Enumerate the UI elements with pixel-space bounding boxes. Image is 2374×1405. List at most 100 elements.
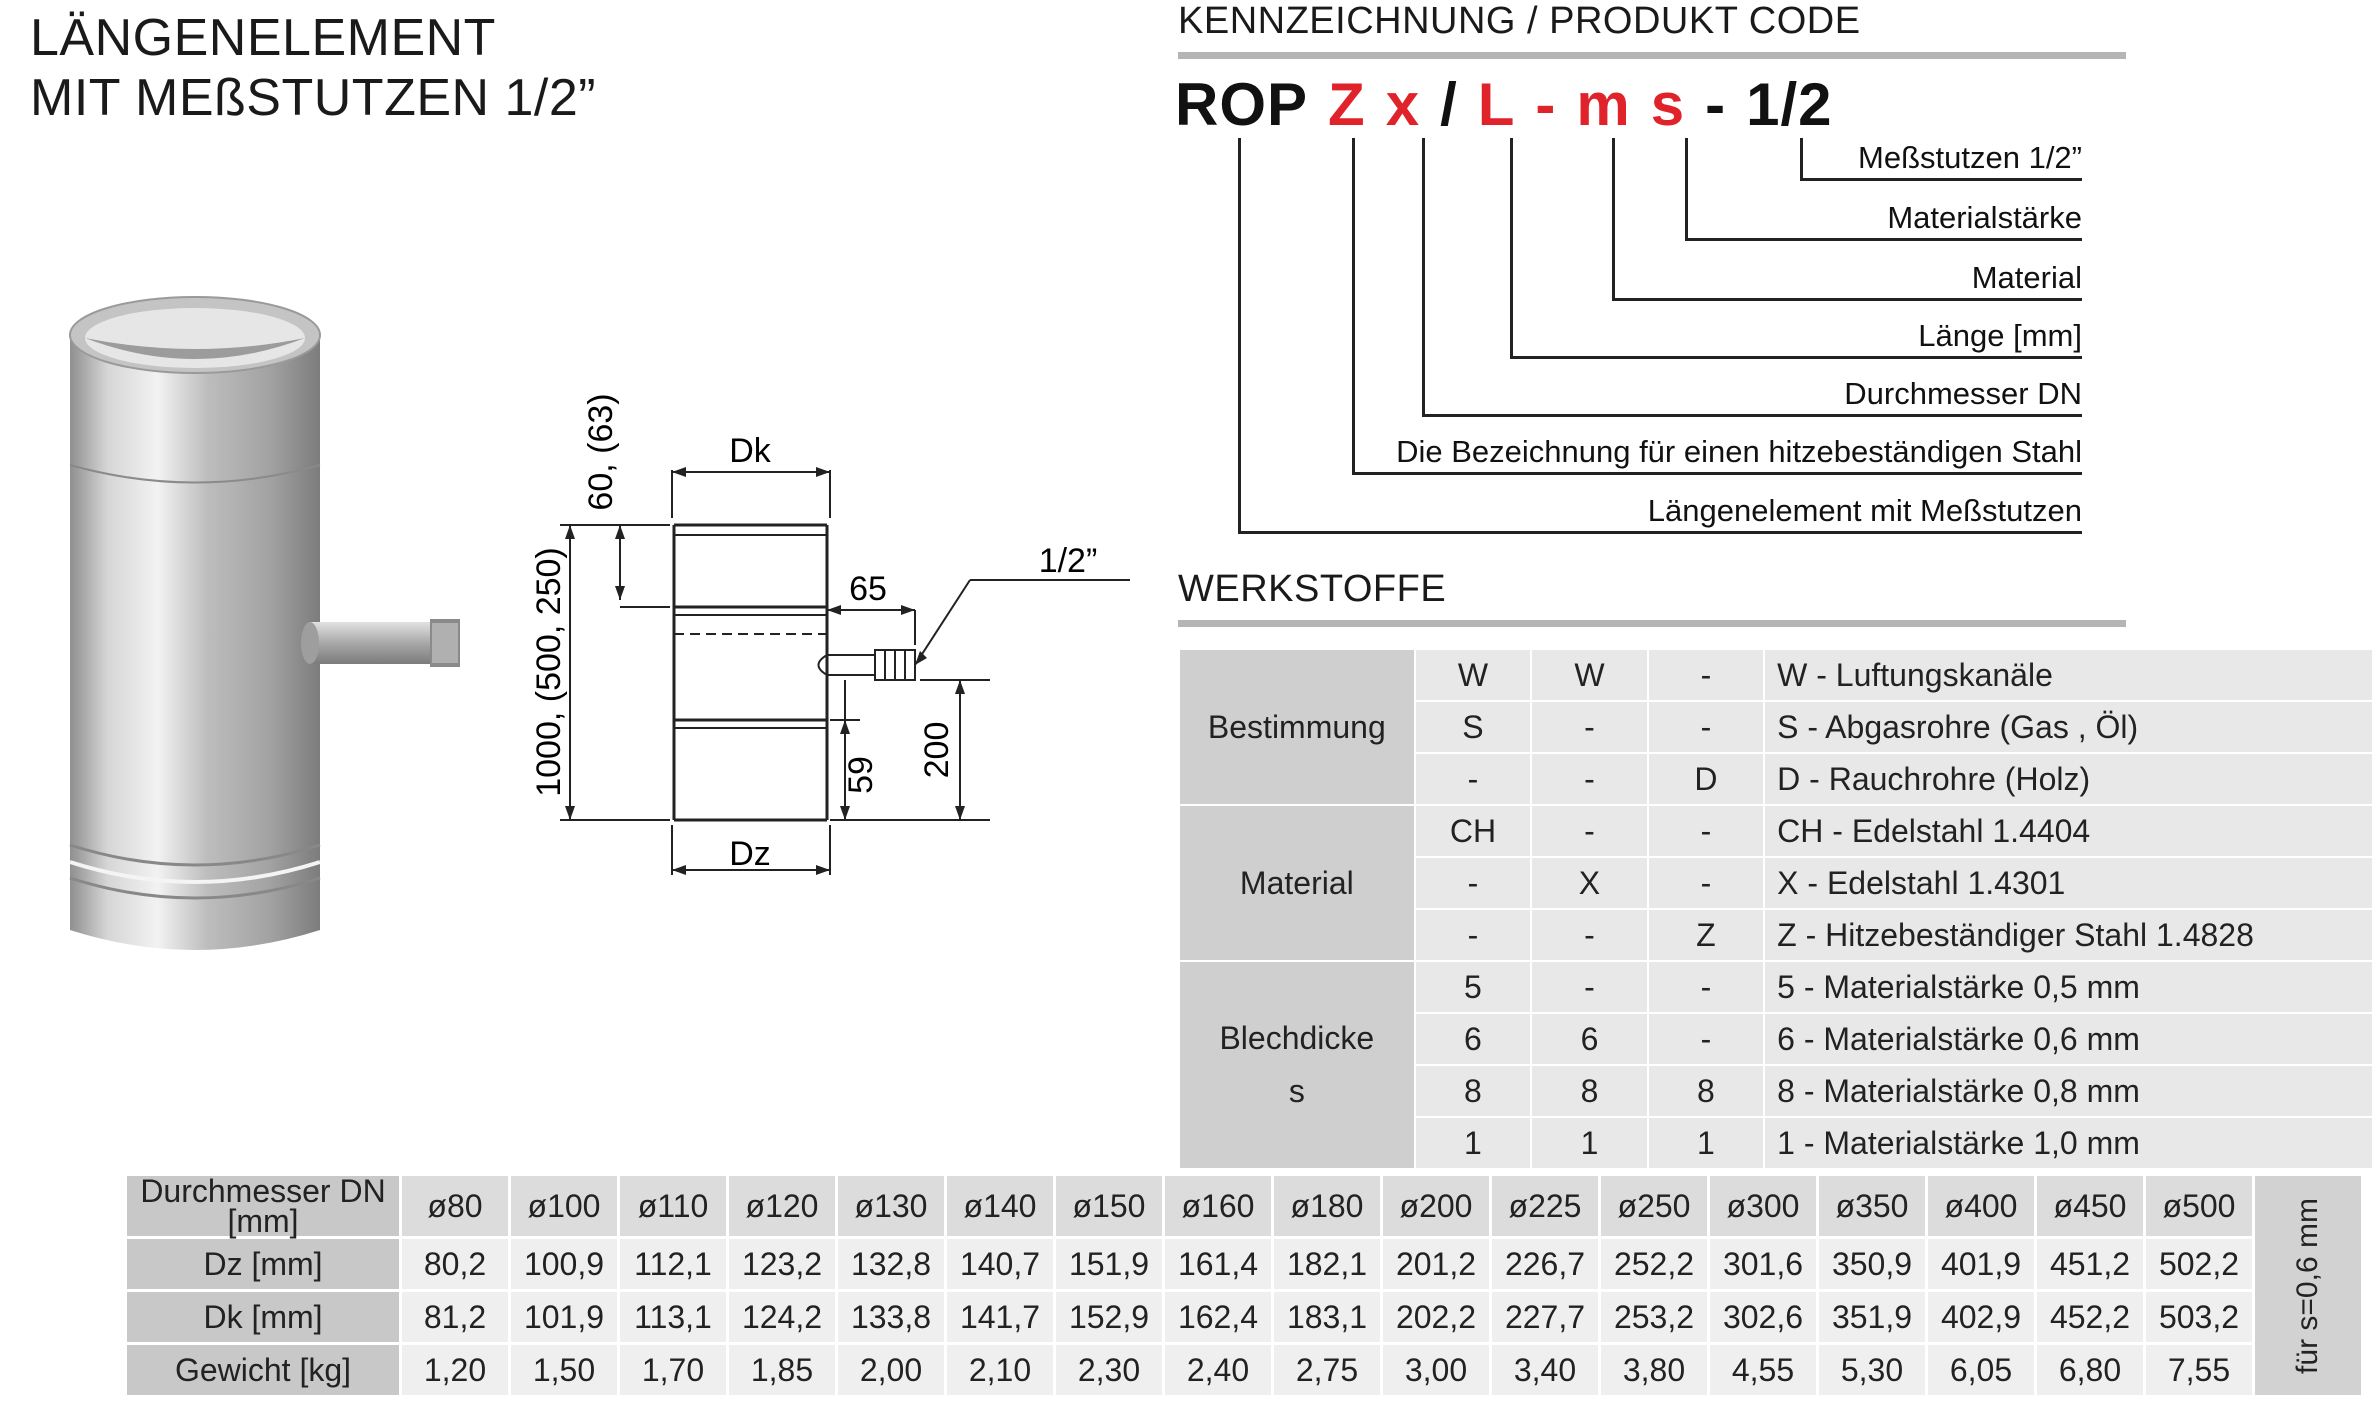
code-legend-label: Länge [mm]: [1918, 318, 2082, 353]
dimension-cell: 1,50: [511, 1345, 617, 1395]
dimension-cell: 182,1: [1274, 1239, 1380, 1289]
dimension-cell: ø140: [947, 1176, 1053, 1236]
dimension-cell: ø180: [1274, 1176, 1380, 1236]
dimension-cell: ø120: [729, 1176, 835, 1236]
title-line-1: LÄNGENELEMENT: [30, 9, 496, 67]
werkstoffe-cell: 6: [1415, 1014, 1531, 1064]
code-connector-vertical: [1510, 138, 1513, 359]
code-connector-vertical: [1422, 138, 1425, 417]
dimension-cell: ø400: [1928, 1176, 2034, 1236]
dim-length-label: 1000, (500, 250): [530, 547, 568, 797]
werkstoffe-cell: S: [1415, 702, 1531, 752]
dimension-cell: ø450: [2037, 1176, 2143, 1236]
dimension-cell: 6,05: [1928, 1345, 2034, 1395]
dimension-cell: ø130: [838, 1176, 944, 1236]
dimension-cell: 124,2: [729, 1292, 835, 1342]
code-part: L: [1477, 71, 1516, 138]
werkstoffe-cell: W: [1415, 650, 1531, 700]
dimension-note: für s=0,6 mm: [2291, 1197, 2324, 1374]
code-header-rule: [1178, 52, 2126, 59]
group-name: Material: [1239, 864, 1354, 901]
code-connector-vertical: [1685, 138, 1688, 241]
werkstoffe-header: WERKSTOFFE: [1178, 568, 1447, 610]
dimension-cell: 1,70: [620, 1345, 726, 1395]
group-name: Bestimmung: [1207, 708, 1386, 745]
dim-dz-label: Dz: [729, 835, 771, 873]
werkstoffe-cell: -: [1532, 754, 1647, 804]
code-part: -: [1705, 71, 1727, 138]
dimension-cell: 101,9: [511, 1292, 617, 1342]
dimension-cell: ø110: [620, 1176, 726, 1236]
dimension-cell: 152,9: [1056, 1292, 1162, 1342]
dimension-note-cell: für s=0,6 mm: [2255, 1176, 2361, 1395]
werkstoffe-cell: 6: [1532, 1014, 1647, 1064]
dimension-cell: 112,1: [620, 1239, 726, 1289]
werkstoffe-description: S - Abgasrohre (Gas , Öl): [1765, 702, 2372, 752]
code-legend-label: Die Bezeichnung für einen hitzebeständig…: [1396, 434, 2082, 469]
werkstoffe-description: 1 - Materialstärke 1,0 mm: [1765, 1118, 2372, 1168]
code-section-header: KENNZEICHNUNG / PRODUKT CODE: [1178, 0, 1861, 42]
dimension-cell: 502,2: [2146, 1239, 2252, 1289]
dimension-cell: 123,2: [729, 1239, 835, 1289]
werkstoffe-description: X - Edelstahl 1.4301: [1765, 858, 2372, 908]
code-part: Z: [1328, 71, 1366, 138]
dimension-row-label: Durchmesser DN [mm]: [127, 1175, 399, 1237]
werkstoffe-cell: -: [1415, 910, 1531, 960]
dimension-cell: ø100: [511, 1176, 617, 1236]
werkstoffe-description: 6 - Materialstärke 0,6 mm: [1765, 1014, 2372, 1064]
werkstoffe-cell: 8: [1532, 1066, 1647, 1116]
dimension-cell: 162,4: [1165, 1292, 1271, 1342]
dimension-cell: 253,2: [1601, 1292, 1707, 1342]
werkstoffe-description: 8 - Materialstärke 0,8 mm: [1765, 1066, 2372, 1116]
werkstoffe-cell: 5: [1415, 962, 1531, 1012]
page-title: LÄNGENELEMENT MIT MEßSTUTZEN 1/2”: [30, 8, 596, 128]
dimension-cell: ø150: [1056, 1176, 1162, 1236]
dimension-cell: 202,2: [1383, 1292, 1489, 1342]
code-connector-horizontal: [1685, 238, 2082, 241]
dimension-cell: 252,2: [1601, 1239, 1707, 1289]
dimension-cell: ø250: [1601, 1176, 1707, 1236]
dimension-cell: 80,2: [402, 1239, 508, 1289]
dim-socket-label: 1/2”: [1039, 542, 1098, 580]
dimension-cell: 4,55: [1710, 1345, 1816, 1395]
dimension-cell: 133,8: [838, 1292, 944, 1342]
werkstoffe-cell: -: [1648, 650, 1764, 700]
code-connector-vertical: [1352, 138, 1355, 475]
dim-65-label: 65: [849, 570, 887, 608]
code-connector-vertical: [1612, 138, 1615, 301]
dimension-row-label: Gewicht [kg]: [127, 1345, 399, 1395]
dimension-cell: 140,7: [947, 1239, 1053, 1289]
dimension-cell: 351,9: [1819, 1292, 1925, 1342]
werkstoffe-cell: X: [1532, 858, 1647, 908]
dimension-cell: 226,7: [1492, 1239, 1598, 1289]
werkstoffe-description: CH - Edelstahl 1.4404: [1765, 806, 2372, 856]
code-connector-vertical: [1800, 138, 1803, 181]
werkstoffe-description: D - Rauchrohre (Holz): [1765, 754, 2372, 804]
dimension-row-label: Dz [mm]: [127, 1239, 399, 1289]
werkstoffe-cell: -: [1415, 858, 1531, 908]
werkstoffe-cell: -: [1648, 858, 1764, 908]
code-connector-horizontal: [1612, 298, 2082, 301]
dim-dk-label: Dk: [729, 432, 772, 470]
dimension-cell: 402,9: [1928, 1292, 2034, 1342]
dimension-cell: 452,2: [2037, 1292, 2143, 1342]
werkstoffe-cell: -: [1532, 806, 1647, 856]
werkstoffe-row: -X-X - Edelstahl 1.4301: [1180, 858, 2372, 908]
dimension-cell: 113,1: [620, 1292, 726, 1342]
werkstoffe-cell: Z: [1648, 910, 1764, 960]
dimension-cell: 183,1: [1274, 1292, 1380, 1342]
dimension-cell: 451,2: [2037, 1239, 2143, 1289]
dimension-cell: ø225: [1492, 1176, 1598, 1236]
werkstoffe-cell: -: [1532, 702, 1647, 752]
dimension-cell: 3,00: [1383, 1345, 1489, 1395]
code-connector-vertical: [1238, 138, 1241, 534]
